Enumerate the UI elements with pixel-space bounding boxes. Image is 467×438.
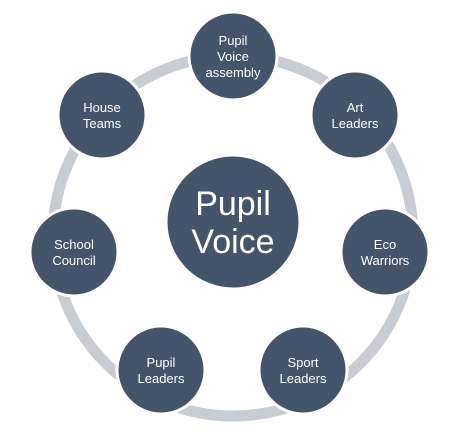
node-label-line: Leaders — [280, 371, 327, 386]
node-label-line: Eco — [374, 237, 396, 252]
node-label-line: Art — [347, 100, 364, 115]
node-label-line: Council — [52, 253, 95, 268]
node-label-line: Leaders — [332, 116, 379, 131]
node-circle — [115, 324, 207, 416]
node-circle — [56, 69, 148, 161]
center-circle — [164, 153, 302, 291]
node-label-line: Warriors — [361, 253, 410, 268]
center-label-line: Pupil — [195, 185, 271, 223]
node-circle — [339, 206, 431, 298]
node-circle — [28, 206, 120, 298]
node-label-line: Voice — [217, 49, 249, 64]
node-circle — [309, 69, 401, 161]
node-label-line: Pupil — [147, 355, 176, 370]
node-label-line: Sport — [287, 355, 318, 370]
node-label-line: School — [54, 237, 94, 252]
node-label-line: House — [83, 100, 121, 115]
node-circle — [257, 324, 349, 416]
node-circle — [187, 10, 279, 102]
center-label-line: Voice — [191, 223, 274, 261]
node-label-line: Leaders — [138, 371, 185, 386]
node-label-line: Pupil — [219, 33, 248, 48]
node-label-line: Teams — [83, 116, 122, 131]
outer-nodes: PupilVoiceassemblyArtLeadersEcoWarriorsS… — [28, 10, 431, 416]
node-label-line: assembly — [206, 65, 261, 80]
